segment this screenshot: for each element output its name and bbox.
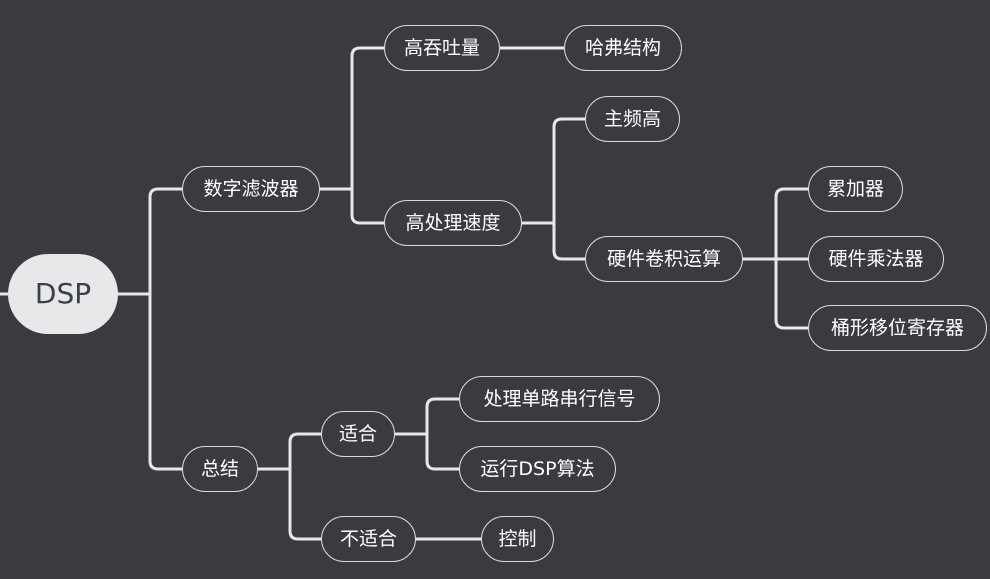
node-high-throughput[interactable]: 高吞吐量 — [384, 25, 500, 71]
root-node-dsp[interactable]: DSP — [8, 254, 118, 334]
node-harvard-architecture[interactable]: 哈弗结构 — [564, 25, 682, 71]
node-summary[interactable]: 总结 — [182, 446, 258, 492]
node-hardware-convolution[interactable]: 硬件卷积运算 — [585, 236, 743, 282]
node-accumulator[interactable]: 累加器 — [808, 166, 903, 212]
connector-root-n1 — [116, 187, 184, 296]
connector-n2-n21 — [256, 432, 323, 471]
node-run-dsp-algorithms[interactable]: 运行DSP算法 — [459, 446, 616, 492]
connector-n12-n122 — [520, 221, 587, 261]
connector-n21-n212 — [393, 432, 461, 471]
node-not-suitable[interactable]: 不适合 — [321, 516, 416, 562]
node-control[interactable]: 控制 — [481, 516, 554, 562]
connector-root-n2 — [116, 292, 184, 471]
connector-n1-n12 — [318, 187, 386, 225]
node-barrel-shifter[interactable]: 桶形移位寄存器 — [808, 305, 987, 351]
node-suitable[interactable]: 适合 — [321, 411, 395, 457]
node-high-clock-frequency[interactable]: 主频高 — [585, 96, 680, 142]
connector-n1-n11 — [318, 46, 386, 191]
connector-n2-n22 — [256, 467, 323, 541]
connector-n122-n1223 — [741, 257, 810, 330]
node-hardware-multiplier[interactable]: 硬件乘法器 — [808, 236, 944, 282]
connector-n12-n121 — [520, 117, 587, 225]
node-single-serial-signal[interactable]: 处理单路串行信号 — [459, 376, 660, 422]
connector-n21-n211 — [393, 397, 461, 436]
node-high-processing-speed[interactable]: 高处理速度 — [384, 200, 522, 246]
connector-n122-n1221 — [741, 187, 810, 261]
node-digital-filter[interactable]: 数字滤波器 — [182, 166, 320, 212]
